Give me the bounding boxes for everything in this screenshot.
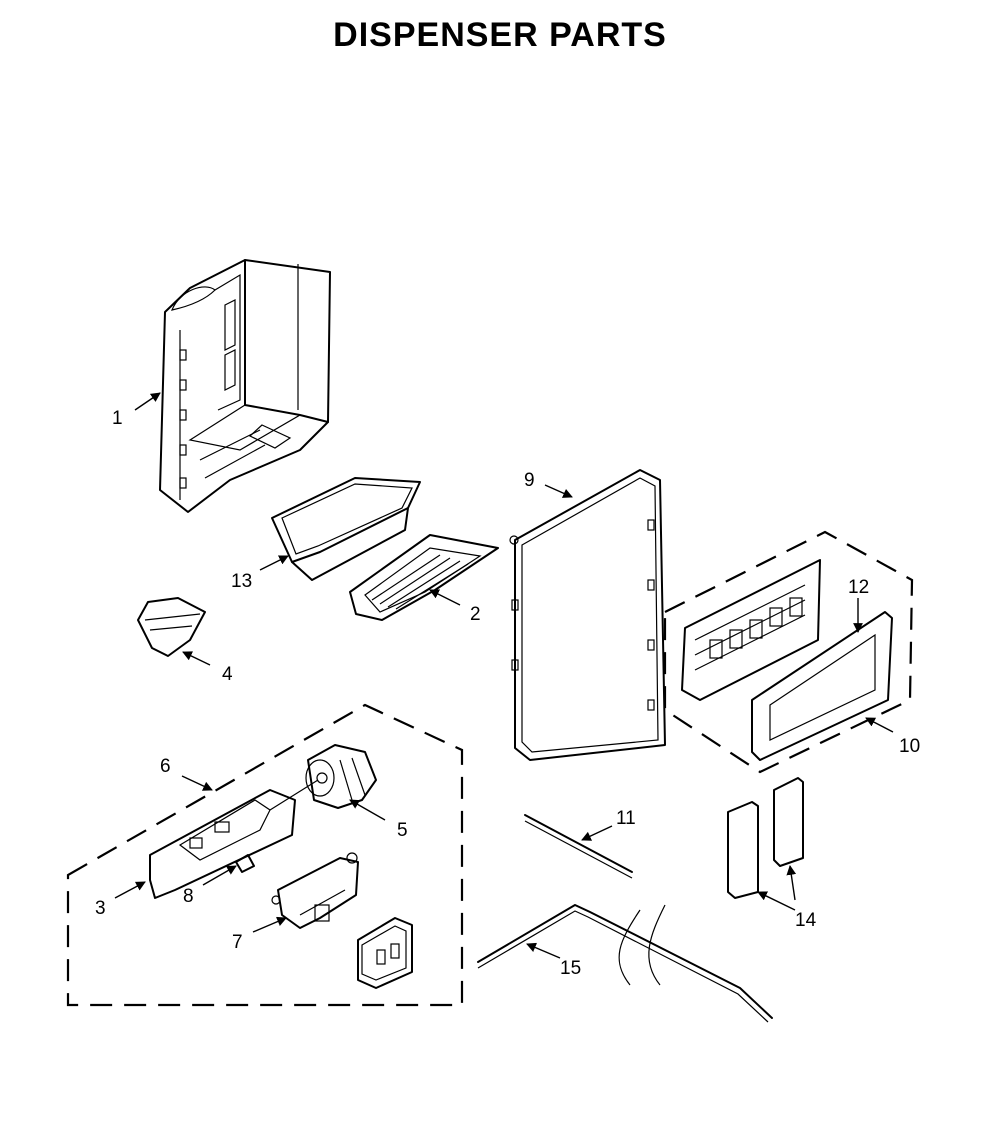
callout-13: 13	[231, 571, 252, 592]
callout-leaders	[114, 392, 894, 959]
part-8-screw[interactable]	[235, 854, 255, 873]
callout-5: 5	[397, 820, 408, 841]
callout-6: 6	[160, 756, 171, 777]
part-7-solenoid[interactable]	[271, 852, 359, 929]
callout-3: 3	[95, 898, 106, 919]
page-title: DISPENSER PARTS	[333, 16, 667, 54]
part-10-control-group[interactable]	[663, 530, 914, 774]
part-13-drip-tray[interactable]	[271, 477, 421, 581]
callout-1: 1	[112, 408, 123, 429]
part-1-dispenser-housing[interactable]	[159, 259, 331, 513]
callout-9: 9	[524, 470, 535, 491]
part-15-water-line[interactable]	[477, 904, 773, 1023]
callout-14: 14	[795, 910, 817, 931]
part-6-actuator-group[interactable]	[66, 703, 464, 1007]
callout-2: 2	[470, 604, 481, 625]
callout-8: 8	[183, 886, 194, 907]
callout-12: 12	[848, 577, 869, 598]
callout-15: 15	[560, 958, 581, 979]
part-5-motor[interactable]	[305, 744, 377, 809]
part-4-dispenser-cap[interactable]	[137, 597, 206, 657]
callout-11: 11	[616, 808, 636, 829]
part-9-panel-frame[interactable]	[509, 469, 666, 761]
dispenser-pad[interactable]	[357, 917, 413, 989]
part-11-tube[interactable]	[524, 814, 633, 879]
callout-4: 4	[222, 664, 233, 685]
callout-7: 7	[232, 932, 243, 953]
part-12-display-lens[interactable]	[751, 611, 893, 761]
part-3-mounting-bracket[interactable]	[149, 779, 319, 899]
callout-10: 10	[899, 736, 920, 757]
